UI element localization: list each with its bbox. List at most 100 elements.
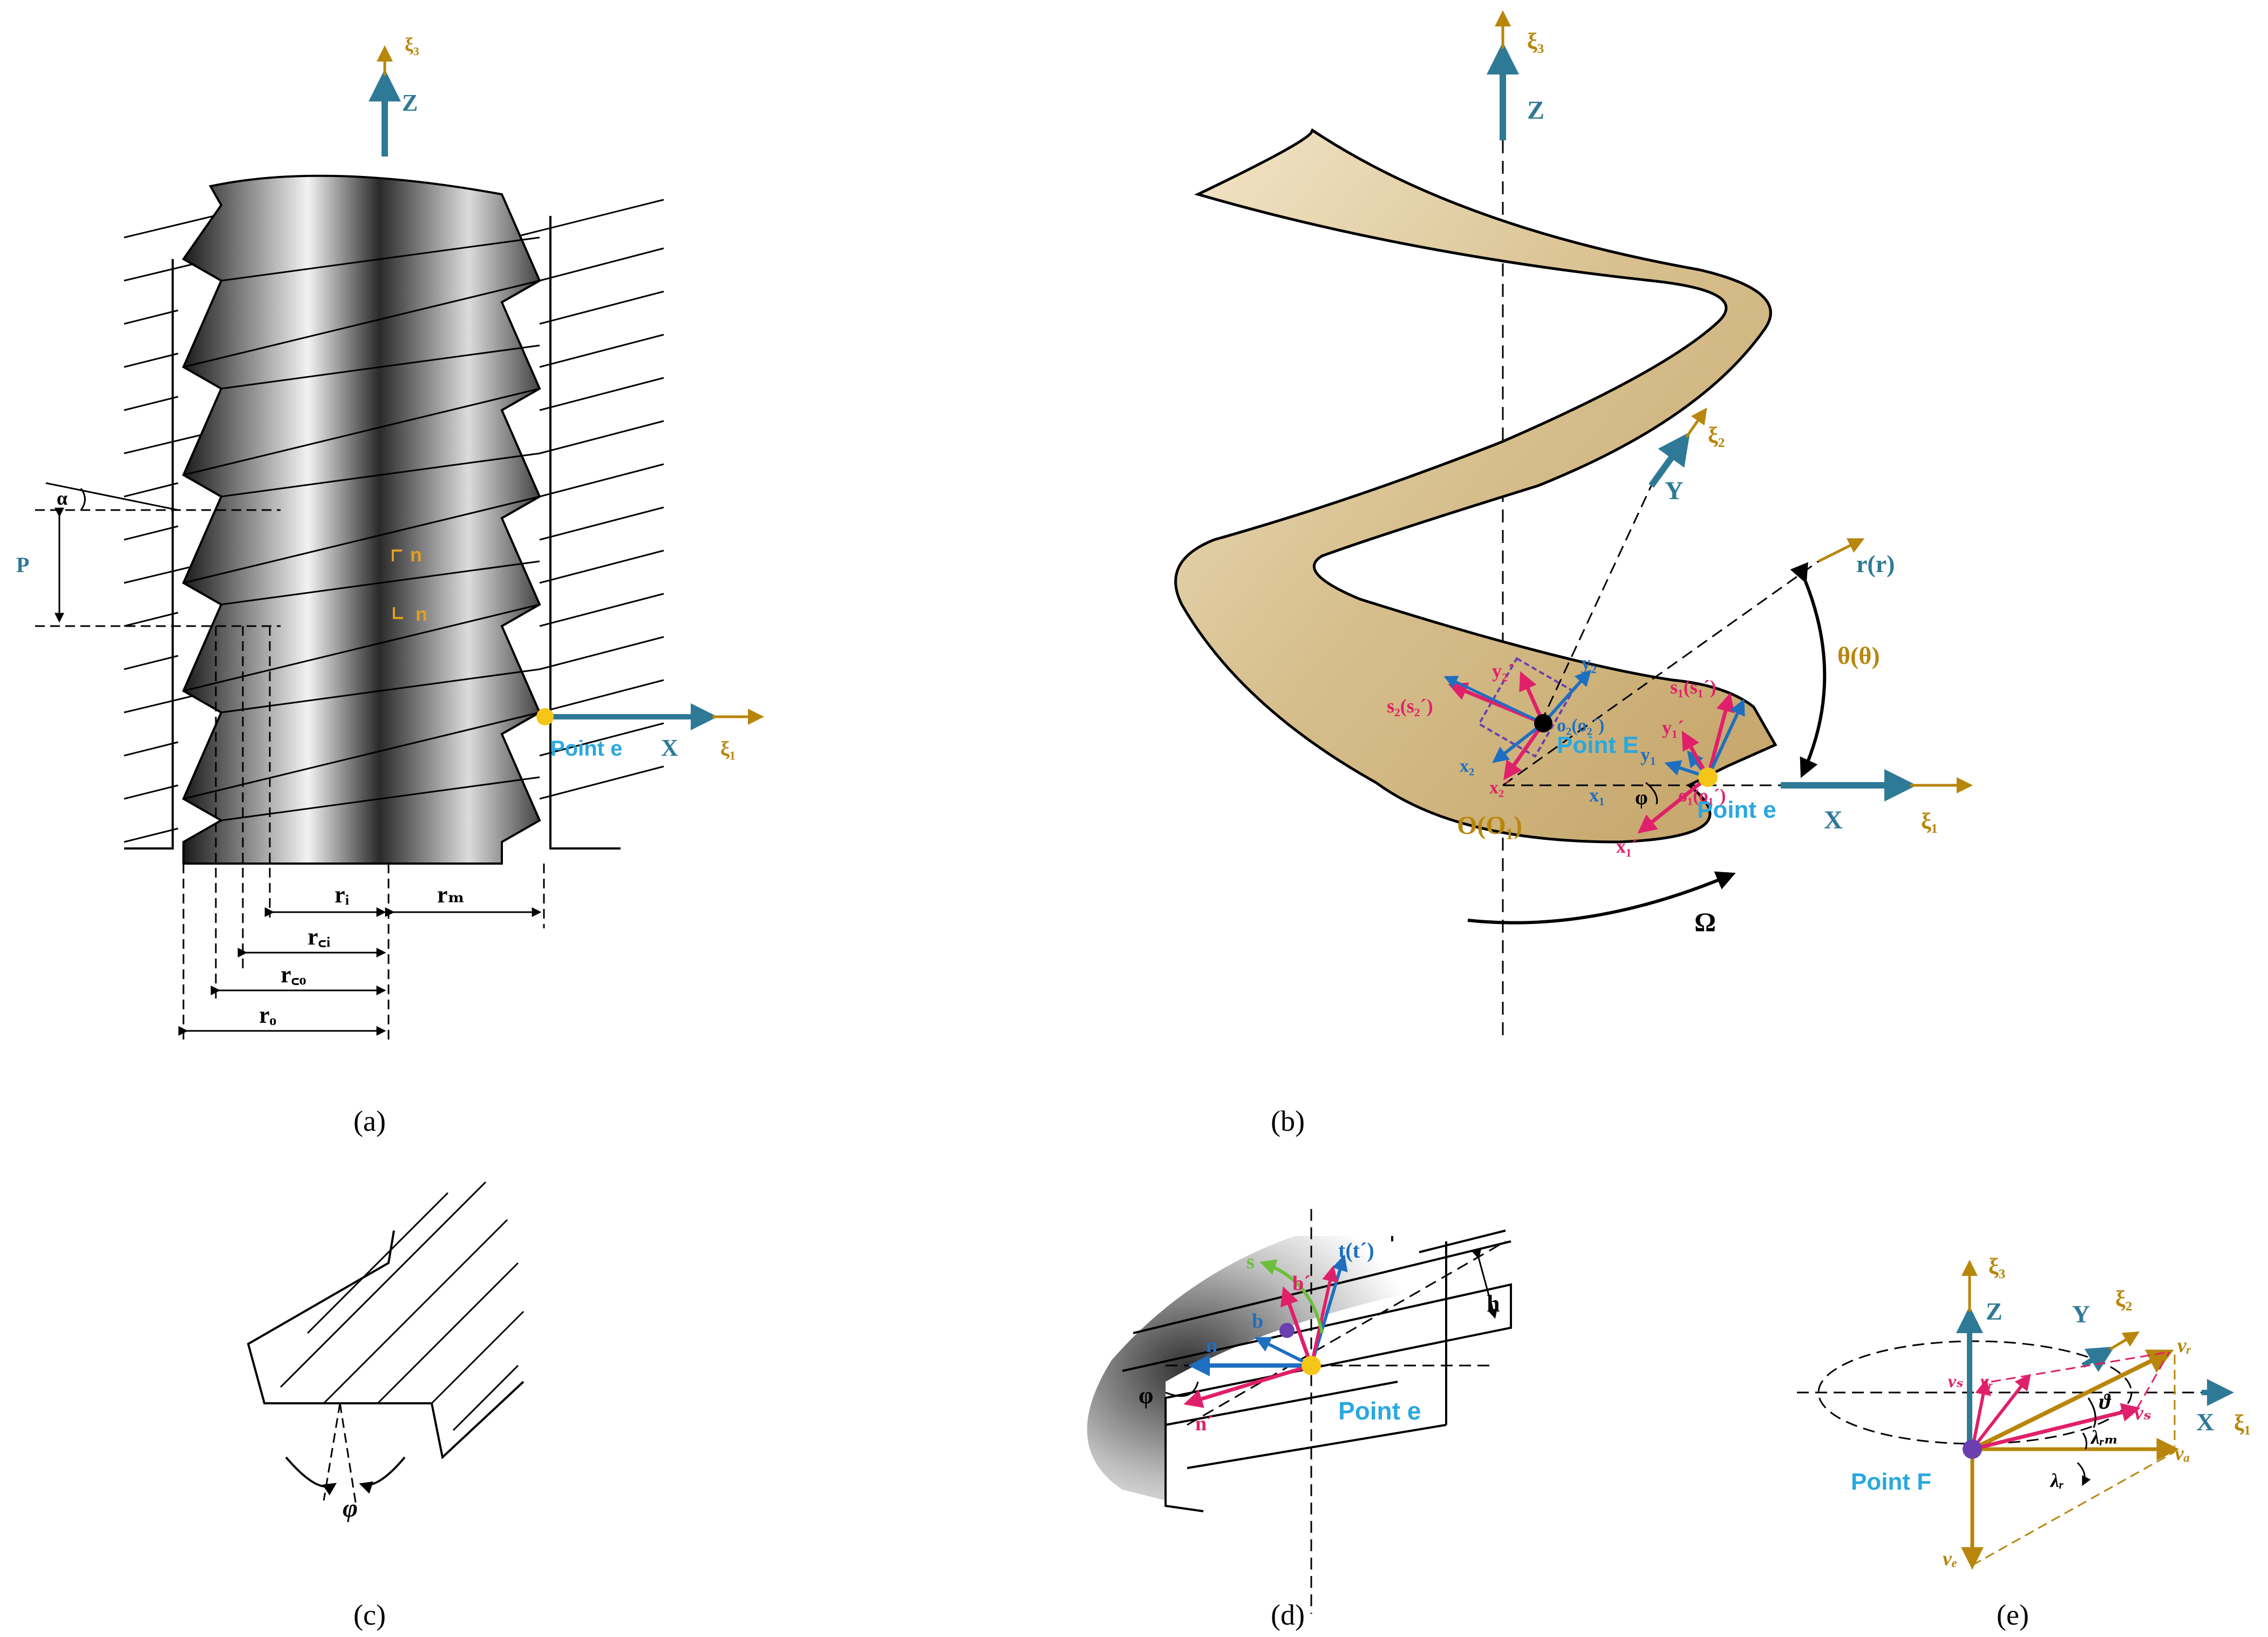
pitch-dimension: [35, 482, 281, 627]
d-diagonal-dashed: [1187, 1240, 1506, 1426]
a-z-label: Z: [402, 90, 418, 116]
e-xi1-label: ξ₁: [2234, 1411, 2251, 1436]
panel-c: φ (c): [247, 1181, 525, 1631]
a-ri-label: rᵢ: [335, 881, 350, 908]
d-vectors: [1183, 1254, 1348, 1408]
b-x1-label: x₁: [1589, 784, 1605, 806]
b-r-label: r(r): [1856, 550, 1895, 578]
n-marker-top: [392, 549, 402, 561]
caption-a: (a): [353, 1105, 386, 1137]
panel-d: h φ t(t´) s b´ b n n´ Point e (d): [1087, 1209, 1512, 1631]
b-r-axis-arrow: [1817, 538, 1865, 563]
panel-e: ξ₃ Z Y ξ₂ X ξ₁ vᵣ vₛ vₐ vₑ vₛ: [1797, 1254, 2251, 1631]
e-va-label: vₐ: [2175, 1442, 2190, 1465]
e-velocity-vectors: [1961, 1349, 2180, 1570]
b-point-e-frame: [1637, 692, 1745, 834]
e-vs-label: vₛ: [2134, 1402, 2151, 1424]
e-z-label: Z: [1986, 1298, 2003, 1325]
d-shaded-body: [1087, 1236, 1425, 1500]
b-xi2-label: ξ₂: [1708, 423, 1725, 448]
a-rci-label: r꜀ᵢ: [308, 923, 331, 950]
b-y1p-label: y₁´: [1662, 717, 1684, 738]
d-s-label: s: [1247, 1251, 1255, 1273]
b-o2-label: o₂(o₂´): [1557, 716, 1604, 736]
d-h-label: h: [1487, 1290, 1500, 1317]
c-section-outline: [247, 1230, 525, 1459]
b-y1-label: y₁: [1640, 744, 1656, 765]
e-lambda-r-label: λᵣ: [2049, 1470, 2063, 1491]
b-origin-label: O(O₁): [1457, 811, 1522, 840]
d-point-label: Point e: [1338, 1397, 1421, 1425]
thread-lines: [183, 236, 540, 821]
b-xi2-axis-arrow: [1685, 407, 1707, 438]
d-h-dimension: [1472, 1248, 1497, 1319]
a-rco-label: r꜀ₒ: [281, 961, 306, 988]
a-point-e-label: Point e: [550, 737, 622, 760]
b-theta-arc: [1790, 562, 1827, 778]
b-xi1-label: ξ₁: [1921, 809, 1938, 834]
b-y2p-label: y₂´: [1492, 660, 1514, 682]
caption-b: (b): [1271, 1105, 1305, 1137]
a-n-top-label: n: [410, 544, 422, 566]
c-dashed-1: [339, 1403, 357, 1506]
e-y-axis-arrow: [2081, 1346, 2115, 1373]
d-bp-label: b´: [1292, 1272, 1311, 1295]
e-vr-label: vᵣ: [2177, 1334, 2191, 1357]
radius-dimensions: [178, 626, 545, 1042]
b-y-label: Y: [1665, 477, 1684, 505]
a-xi3-label: ξ₃: [405, 34, 419, 56]
b-theta-label: θ(θ): [1837, 642, 1880, 669]
b-phi-label: φ: [1635, 786, 1648, 809]
e-vr-left-label: vᵣ: [1980, 1371, 1993, 1391]
b-y-axis-arrow: [1649, 432, 1691, 488]
a-point-e-marker: [536, 708, 554, 725]
d-np-label: n´: [1195, 1412, 1214, 1435]
b-point-E-label: Point E: [1557, 732, 1639, 758]
e-xi3-label: ξ₃: [1988, 1254, 2005, 1279]
b-s1-label: s₁(s₁´): [1670, 676, 1717, 698]
b-s2-label: s₂(s₂´): [1387, 695, 1433, 717]
screw-body: [182, 174, 541, 865]
b-z-label: Z: [1527, 96, 1544, 125]
a-ro-label: rₒ: [259, 1002, 276, 1028]
a-n-bottom-label: n: [416, 603, 427, 625]
e-vs-left-label: vₛ: [1948, 1371, 1964, 1391]
e-delta-label: ϑ: [2099, 1389, 2112, 1414]
e-ve-label: vₑ: [1943, 1547, 1957, 1570]
c-phi-label: φ: [343, 1494, 358, 1523]
e-xi2-axis-arrow: [2109, 1331, 2140, 1351]
a-pitch-label: P: [16, 553, 29, 577]
panel-a: Z ξ₃ Point e X ξ₁ α P n n: [16, 34, 764, 1137]
b-y2-label: y₂: [1581, 652, 1597, 674]
a-rm-label: rₘ: [437, 881, 465, 908]
d-b-label: b: [1252, 1310, 1263, 1333]
b-x-label: X: [1824, 806, 1843, 834]
d-outline: [1122, 1230, 1512, 1512]
b-omega-label: Ω: [1694, 907, 1716, 937]
e-xi2-label: ξ₂: [2115, 1287, 2132, 1312]
d-t-label: t(t´): [1338, 1238, 1374, 1262]
b-omega-arc: [1467, 871, 1736, 925]
b-point-E-frame: [1443, 657, 1592, 780]
b-x2p-label: x₂´: [1489, 778, 1510, 798]
c-phi-arc-right: [359, 1456, 406, 1494]
panel-b: Z ξ₃ Y ξ₂ r(r) θ(θ) X ξ₁ Ω O(O₁): [1174, 10, 1973, 1137]
c-phi-arc-left: [285, 1456, 337, 1496]
d-phi-label: φ: [1139, 1382, 1153, 1409]
caption-e: (e): [1997, 1599, 2029, 1631]
caption-d: (d): [1271, 1599, 1305, 1631]
b-x1p-label: x₁´: [1616, 836, 1638, 857]
d-n-label: n: [1206, 1334, 1217, 1357]
channel-outline: [124, 216, 621, 850]
e-y-label: Y: [2072, 1300, 2090, 1328]
b-y-dashed: [1540, 485, 1652, 724]
b-xi3-label: ξ₃: [1527, 29, 1544, 54]
a-x-label: X: [661, 735, 678, 761]
b-point-e-label: Point e: [1697, 797, 1776, 823]
b-x2-label: x₂: [1460, 756, 1474, 776]
e-point-label: Point F: [1851, 1469, 1931, 1495]
e-lambda-rm-label: λᵣₘ: [2090, 1427, 2118, 1448]
caption-c: (c): [353, 1599, 386, 1631]
n-marker-bottom: [393, 607, 403, 619]
b-r-dashed: [1502, 560, 1819, 786]
